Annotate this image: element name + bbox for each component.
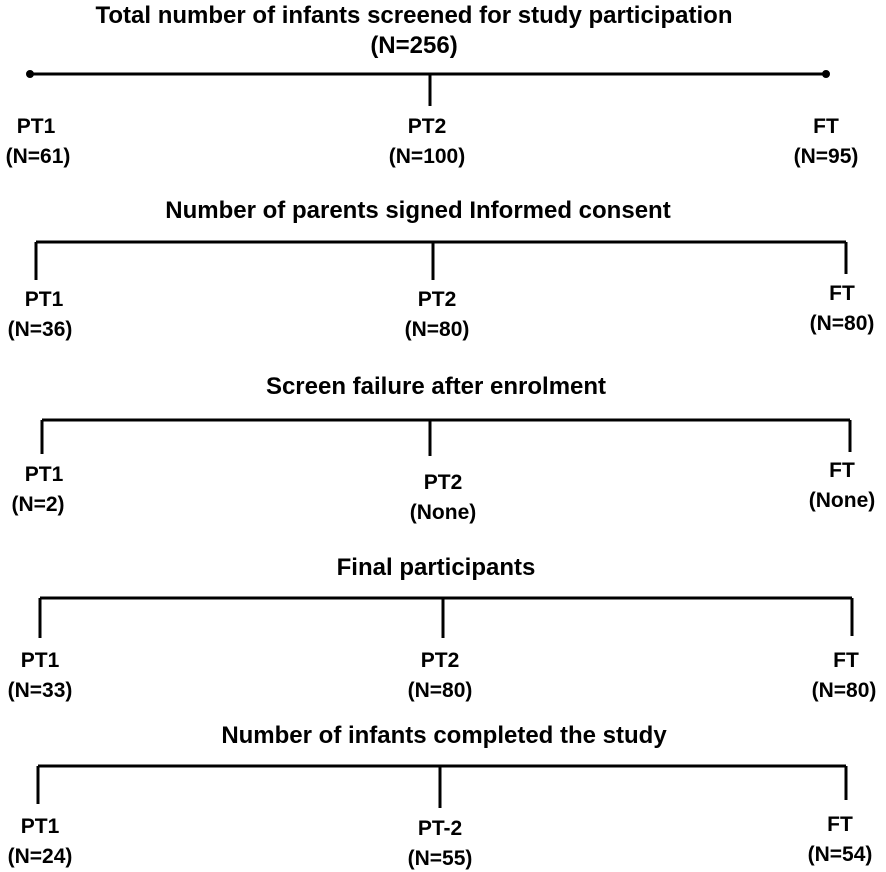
stage-1-group-ft-label: FT [813, 115, 839, 138]
stage-3-group-pt1-label: PT1 [24, 463, 64, 486]
stage-4-group-ft-label: FT [833, 649, 859, 672]
stage-1-title: Total number of infants screened for stu… [95, 2, 733, 29]
stage-1-end-right [822, 70, 830, 78]
stage-4-group-pt2-count: (N=80) [407, 679, 473, 702]
stage-2-title: Number of parents signed Informed consen… [165, 197, 671, 224]
stage-5-group-ft-label: FT [827, 813, 853, 836]
stage-1-group-pt1-count: (N=61) [5, 145, 71, 168]
stage-4-group-pt1-label: PT1 [20, 649, 60, 672]
stage-1-group-pt2-label: PT2 [407, 115, 447, 138]
stage-5-title: Number of infants completed the study [221, 722, 667, 749]
stage-2-group-pt1-label: PT1 [24, 288, 64, 311]
stage-2-group-ft-label: FT [829, 282, 855, 305]
stage-1-group-pt2-count: (N=100) [388, 145, 466, 168]
stage-4-group-pt2-label: PT2 [420, 649, 460, 672]
stage-4-group-ft-count: (N=80) [811, 679, 877, 702]
stage-1-group-ft-count: (N=95) [793, 145, 859, 168]
stage-2-group-pt2-label: PT2 [417, 288, 457, 311]
stage-5-group-pt1-count: (N=24) [7, 845, 73, 868]
stage-3-group-ft-label: FT [829, 459, 855, 482]
stage-2-group-pt1-count: (N=36) [7, 318, 73, 341]
stage-2-group-ft-count: (N=80) [809, 312, 875, 335]
stage-5-group-ft-count: (N=54) [807, 843, 873, 866]
stage-3-group-pt2-count: (None) [409, 501, 477, 524]
stage-5-group-pt2-label: PT-2 [417, 817, 463, 840]
stage-1-total: (N=256) [370, 32, 458, 59]
stage-3-group-pt1-count: (N=2) [11, 493, 65, 516]
stage-1-end-left [26, 70, 34, 78]
stage-4-group-pt1-count: (N=33) [7, 679, 73, 702]
stage-5-group-pt1-label: PT1 [20, 815, 60, 838]
stage-3-title: Screen failure after enrolment [265, 373, 607, 400]
stage-4-title: Final participants [336, 554, 536, 581]
stage-5-group-pt2-count: (N=55) [407, 847, 473, 870]
stage-1-group-pt1-label: PT1 [16, 115, 56, 138]
stage-2-group-pt2-count: (N=80) [404, 318, 470, 341]
stage-3-group-ft-count: (None) [808, 489, 876, 512]
stage-3-group-pt2-label: PT2 [423, 471, 463, 494]
